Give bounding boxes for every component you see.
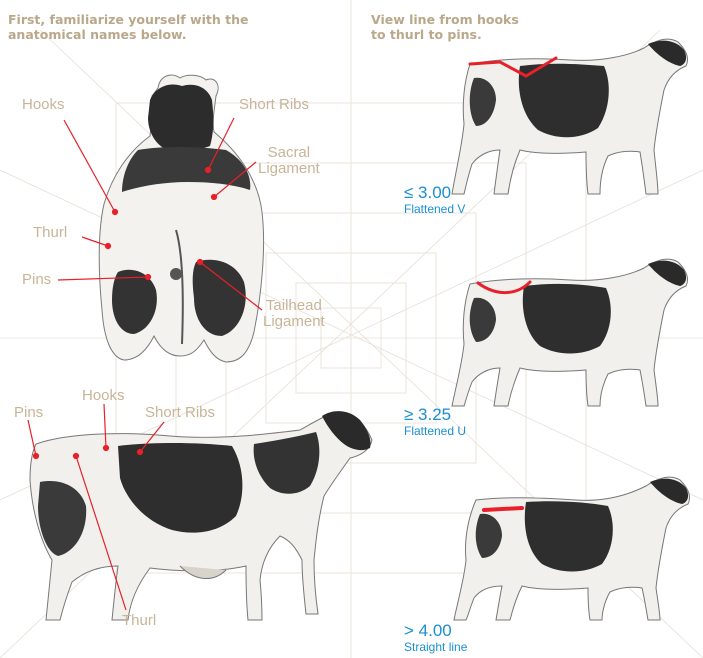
- score-description: Flattened U: [404, 424, 466, 438]
- cow-rear-illustration: [99, 75, 263, 362]
- label-rear-tailhead-ligament: Tailhead Ligament: [263, 298, 325, 330]
- score-value: ≤ 3.00: [404, 184, 465, 202]
- label-rear-sacral-ligament: Sacral Ligament: [258, 145, 320, 177]
- score-description: Flattened V: [404, 202, 465, 216]
- label-side-pins: Pins: [14, 405, 43, 421]
- label-side-hooks: Hooks: [82, 388, 125, 404]
- score-caption-straight: > 4.00 Straight line: [404, 622, 467, 654]
- score-caption-v: ≤ 3.00 Flattened V: [404, 184, 465, 216]
- label-rear-thurl: Thurl: [33, 225, 67, 241]
- label-side-thurl: Thurl: [122, 613, 156, 629]
- score-value: > 4.00: [404, 622, 467, 640]
- label-rear-pins: Pins: [22, 272, 51, 288]
- cow-side-illustration: [454, 477, 690, 620]
- cow-side-illustration: [452, 259, 688, 406]
- left-heading: First, familiarize yourself with the ana…: [8, 12, 248, 42]
- score-caption-u: ≥ 3.25 Flattened U: [404, 406, 466, 438]
- right-heading: View line from hooks to thurl to pins.: [371, 12, 519, 42]
- score-description: Straight line: [404, 640, 467, 654]
- label-rear-short-ribs: Short Ribs: [239, 97, 309, 113]
- cow-side-illustration: [30, 411, 372, 620]
- score-value: ≥ 3.25: [404, 406, 466, 424]
- label-side-short-ribs: Short Ribs: [145, 405, 215, 421]
- label-rear-hooks: Hooks: [22, 97, 65, 113]
